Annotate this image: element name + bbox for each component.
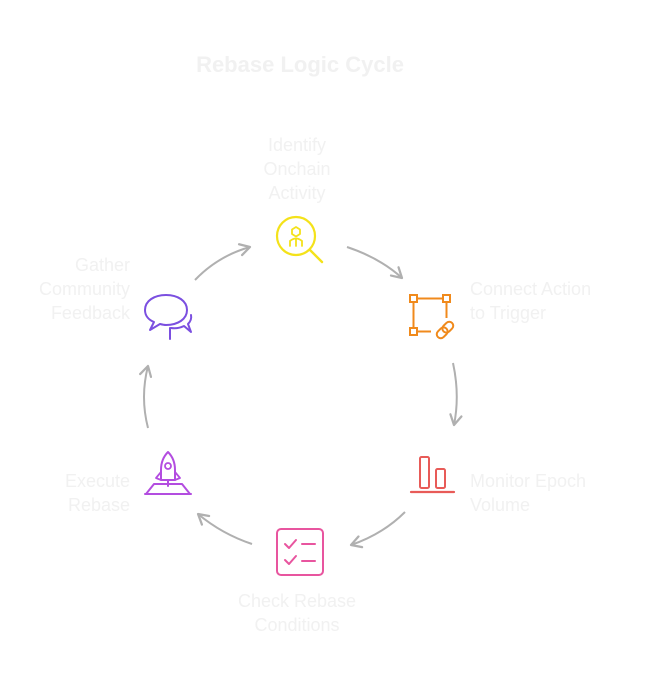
arrow-check-to-execute <box>196 512 253 545</box>
link-icon <box>409 294 455 340</box>
step-check <box>274 526 326 578</box>
step-gather <box>142 292 194 344</box>
step-label-connect: Connect Action to Trigger <box>470 279 592 323</box>
checklist-icon <box>276 528 324 576</box>
arrow-monitor-to-check <box>349 511 406 549</box>
diagram-title: Rebase Logic Cycle <box>196 52 404 77</box>
step-label-identify: Identify Onchain Activity <box>263 135 331 203</box>
step-label-execute: Execute Rebase <box>64 471 130 515</box>
search-icon <box>275 215 324 264</box>
arrow-connect-to-monitor <box>449 362 463 427</box>
arrow-gather-to-identify <box>194 243 252 281</box>
arrow-identify-to-connect <box>346 246 404 280</box>
chat-bubbles-icon <box>144 294 193 340</box>
step-label-check: Check Rebase Conditions <box>237 591 357 635</box>
step-execute <box>142 450 194 502</box>
step-label-gather: Gather Community Feedback <box>38 255 130 323</box>
step-label-monitor: Monitor Epoch Volume <box>470 471 587 515</box>
step-monitor <box>408 452 460 504</box>
rocket-icon <box>144 451 192 495</box>
bar-chart-icon <box>409 456 456 494</box>
step-connect <box>407 292 459 344</box>
step-identify <box>274 214 326 266</box>
arrow-execute-to-gather <box>139 364 153 429</box>
